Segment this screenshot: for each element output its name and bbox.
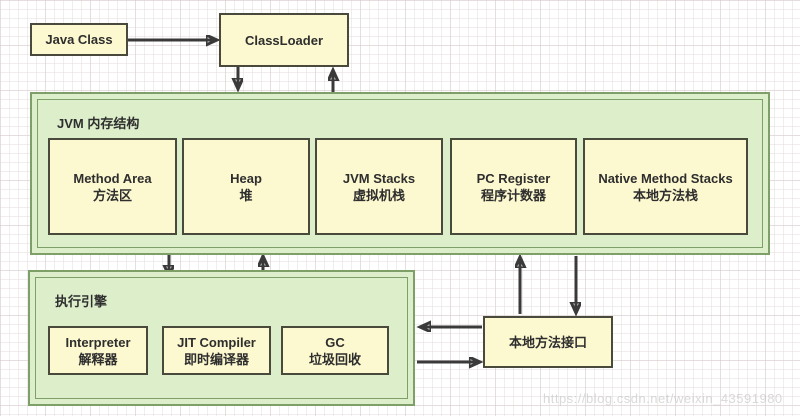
gc-en: GC — [325, 334, 345, 350]
node-java-class: Java Class — [30, 23, 128, 56]
gc-zh: 垃圾回收 — [308, 351, 361, 367]
execution-engine-title: 执行引擎 — [55, 294, 108, 309]
native-method-interface-label: 本地方法接口 — [508, 334, 587, 350]
heap-en: Heap — [230, 170, 262, 186]
node-native-method-stacks: Native Method Stacks 本地方法栈 — [583, 138, 748, 235]
jit-compiler-zh: 即时编译器 — [183, 351, 249, 367]
node-heap: Heap 堆 — [182, 138, 310, 235]
container-jvm-memory-inner — [37, 99, 763, 248]
pc-register-zh: 程序计数器 — [480, 187, 546, 203]
container-execution-engine-inner — [35, 277, 408, 399]
interpreter-zh: 解释器 — [78, 351, 118, 367]
jvm-stacks-en: JVM Stacks — [342, 170, 416, 186]
node-interpreter: Interpreter 解释器 — [48, 326, 148, 375]
jit-compiler-en: JIT Compiler — [177, 334, 256, 350]
jvm-memory-title: JVM 内存结构 — [57, 116, 140, 131]
jvm-stacks-zh: 虚拟机栈 — [352, 187, 405, 203]
node-java-class-label: Java Class — [45, 32, 113, 47]
node-gc: GC 垃圾回收 — [281, 326, 389, 375]
node-class-loader: ClassLoader — [219, 13, 349, 67]
method-area-en: Method Area — [73, 170, 152, 186]
node-method-area: Method Area 方法区 — [48, 138, 177, 235]
watermark-url: https://blog.csdn.net/weixin_43591980 — [543, 391, 783, 406]
heap-zh: 堆 — [239, 187, 253, 203]
interpreter-en: Interpreter — [65, 334, 131, 350]
native-method-stacks-en: Native Method Stacks — [598, 170, 733, 186]
node-jit-compiler: JIT Compiler 即时编译器 — [162, 326, 271, 375]
method-area-zh: 方法区 — [92, 187, 132, 203]
node-pc-register: PC Register 程序计数器 — [450, 138, 577, 235]
node-native-method-interface: 本地方法接口 — [483, 316, 613, 368]
pc-register-en: PC Register — [476, 170, 551, 186]
native-method-stacks-zh: 本地方法栈 — [632, 187, 698, 203]
node-jvm-stacks: JVM Stacks 虚拟机栈 — [315, 138, 443, 235]
node-class-loader-label: ClassLoader — [244, 32, 324, 48]
